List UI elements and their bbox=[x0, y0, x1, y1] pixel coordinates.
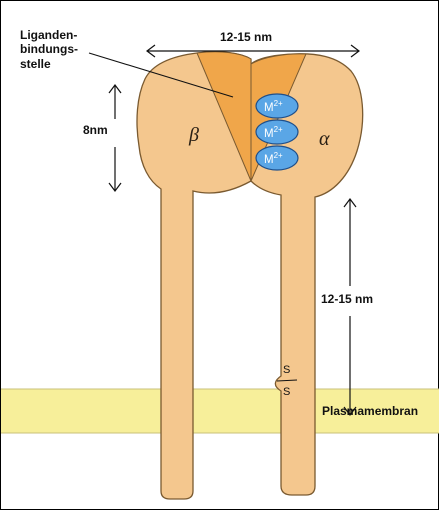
metal-ion-1: M2+ bbox=[256, 94, 298, 118]
head-height-label: 8nm bbox=[83, 123, 108, 137]
ion-charge: 2+ bbox=[274, 125, 283, 134]
ligand-site-label-line2: bindungs- bbox=[20, 42, 78, 56]
stalk-length-label: 12-15 nm bbox=[321, 292, 373, 306]
metal-ion-2: M2+ bbox=[256, 120, 298, 144]
stalk-length-arrow bbox=[344, 199, 356, 415]
ion-charge: 2+ bbox=[274, 151, 283, 160]
disulfide-s-bottom: S bbox=[283, 386, 290, 398]
ion-symbol: M bbox=[264, 154, 274, 166]
metal-ion-3: M2+ bbox=[256, 146, 298, 170]
disulfide-s-top: S bbox=[283, 364, 290, 376]
alpha-label: α bbox=[319, 128, 330, 150]
ion-charge: 2+ bbox=[274, 99, 283, 108]
beta-label: β bbox=[188, 124, 199, 146]
ligand-site-label-line3: stelle bbox=[20, 57, 51, 71]
ligand-site-label-line1: Liganden- bbox=[20, 28, 77, 42]
head-width-label: 12-15 nm bbox=[220, 30, 272, 44]
head-width-arrow bbox=[147, 45, 359, 57]
ion-symbol: M bbox=[264, 128, 274, 140]
membrane-label: Plasmamembran bbox=[322, 404, 418, 418]
ion-symbol: M bbox=[264, 102, 274, 114]
head-height-arrow bbox=[109, 85, 121, 191]
